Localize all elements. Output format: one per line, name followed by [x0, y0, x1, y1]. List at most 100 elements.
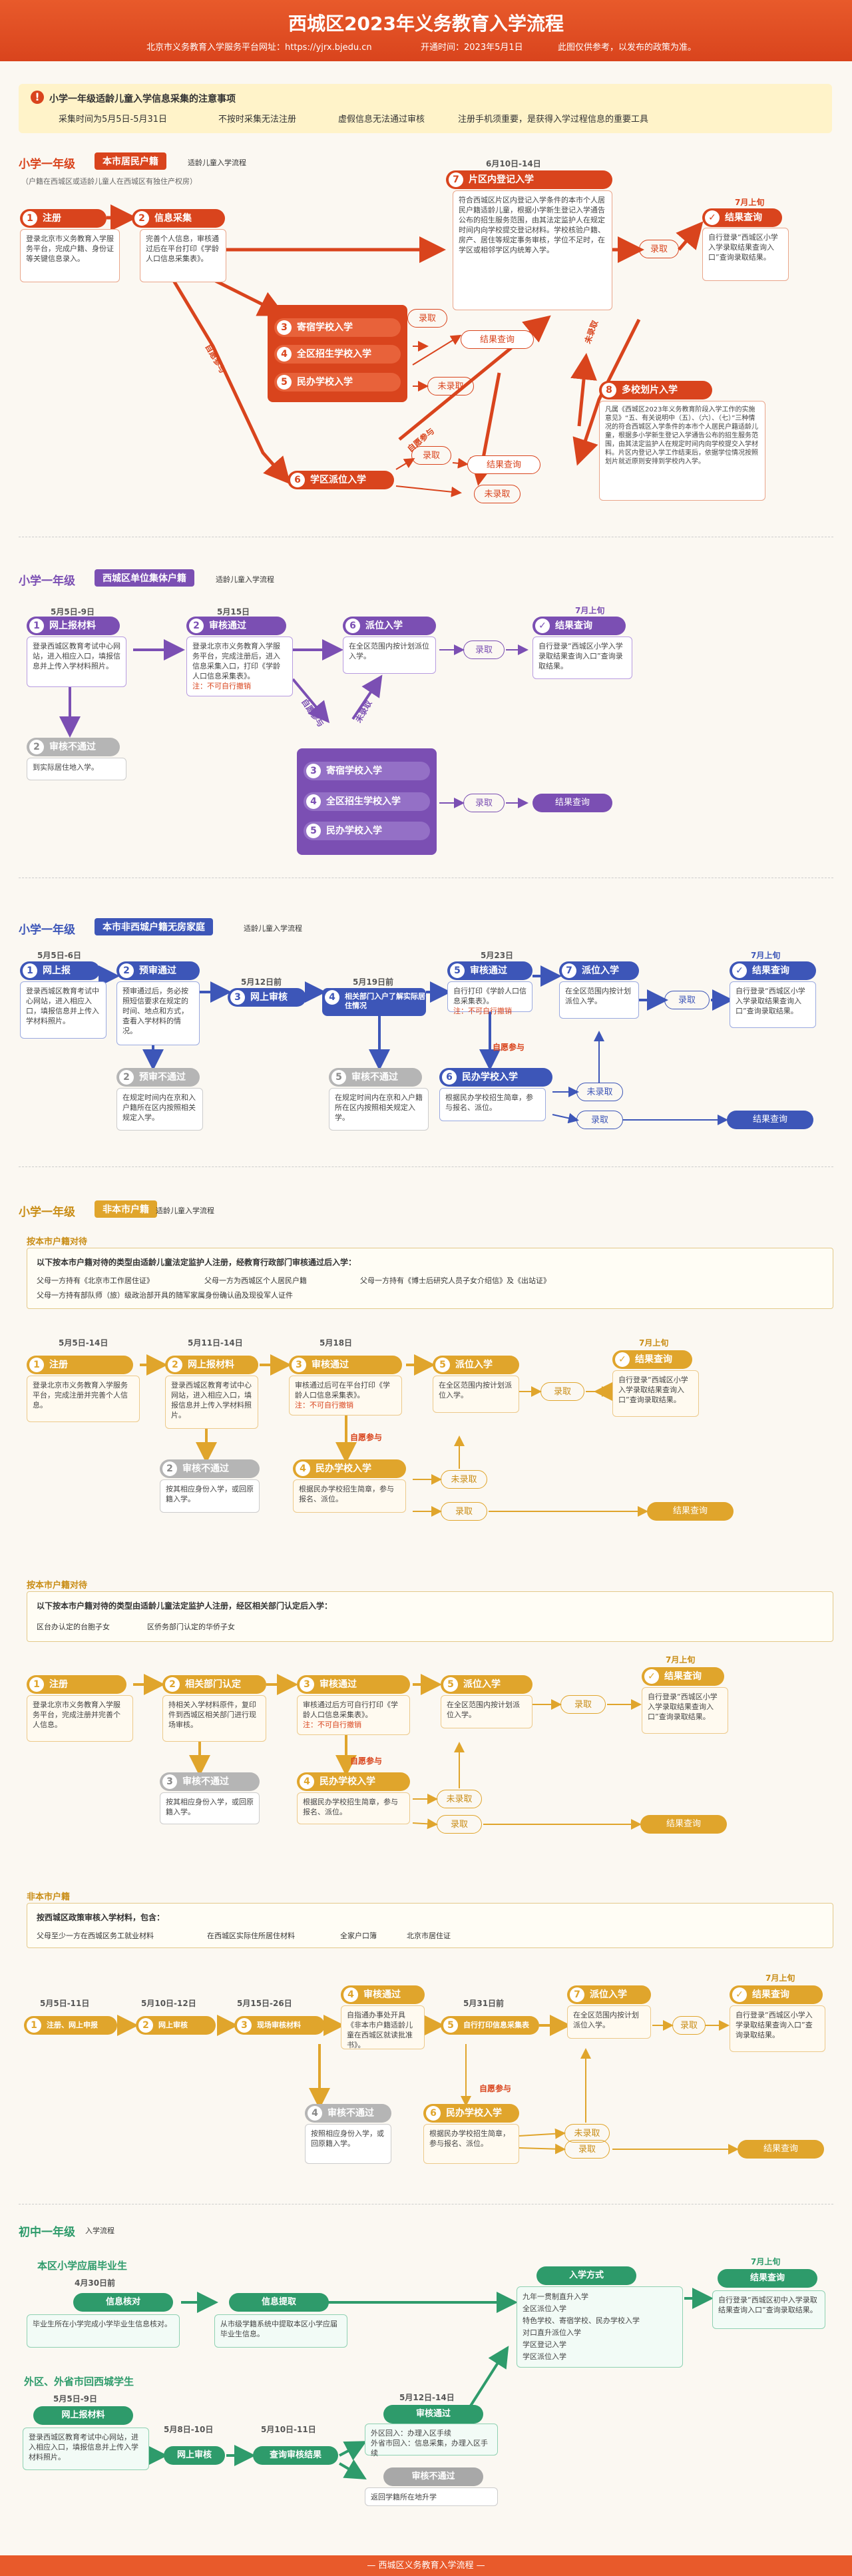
s1-cond: （户籍在西城区或适龄儿童人在西城区有独住产权房） [21, 177, 197, 186]
s3-step7-desc: 在全区范围内按计划派位入学。 [559, 981, 639, 1019]
s4b-step4-desc: 根据民办学校招生简章，参与报名、派位。 [297, 1792, 410, 1824]
s1-step8-desc: 凡属《西城区2023年义务教育阶段入学工作的实施意见》“五、有关说明中（五）、（… [599, 401, 765, 501]
s3-step1-desc: 登录西城区教育考试中心网站，进入相应入口，填报信息并上传入学材料照片。 [20, 981, 106, 1039]
s4a-date3: 5月18日 [320, 1338, 353, 1348]
page-title: 西城区2023年义务教育入学流程 [288, 13, 564, 35]
s5a-step1: 信息核对 [73, 2293, 173, 2312]
s5b-step2: 网上审核 [164, 2446, 225, 2465]
s4b-fail-desc: 按其相应身份入学，或回原籍入学。 [160, 1792, 260, 1824]
s4b-reject: 未录取 [437, 1790, 482, 1808]
s4a-step5-desc: 在全区范围内按计划派位入学。 [433, 1376, 519, 1413]
page-header: 西城区2023年义务教育入学流程 北京市义务教育入学服务平台网址：https:/… [0, 0, 852, 61]
s2-result: 结果查询 [532, 794, 612, 812]
s4c-date1: 5月5日-11日 [40, 1999, 90, 2008]
s4b-step3-desc: 审核通过后方可自行打印《学龄人口信息采集表》。注：不可自行撤销 [297, 1695, 410, 1735]
page-footer: — 西城区义务教育入学流程 — [0, 2555, 852, 2576]
s3-choice: 自愿参与 [493, 1043, 525, 1052]
s4a-step2-desc: 登录西城区教育考试中心网站，进入相应入口，填报信息并上传入学材料照片。 [165, 1376, 258, 1429]
s4c-item: 父母至少一方在西城区务工就业材料 [37, 1932, 154, 1940]
s4c-head: 按西城区政策审核入学材料，包含： [37, 1913, 165, 1922]
s2-title: 小学一年级 [19, 575, 75, 588]
s3-fail5-desc: 在规定时间内在京和入户籍所在区内按照相关规定入学。 [329, 1088, 429, 1131]
s5b-step3: 查询审核结果 [253, 2446, 338, 2465]
s5b-fail-desc: 返回学籍所在地升学 [365, 2487, 498, 2506]
s3-step1-date: 5月5日-6日 [37, 951, 82, 960]
s2-final: ✓结果查询 [532, 617, 626, 635]
s5b-step1-desc: 登录西城区教育考试中心网站，进入相应入口，填报信息并上传入学材料照片。 [23, 2428, 149, 2470]
s3-step3-date: 5月12日前 [241, 977, 282, 987]
s5-way-item: 全区派位入学 [523, 2304, 566, 2313]
s4c-final-date: 7月上旬 [765, 1973, 795, 1983]
s5b-date3: 5月10日-11日 [261, 2425, 316, 2434]
s4a-step4-desc: 根据民办学校招生简章，参与报名、派位。 [293, 1479, 406, 1513]
s4b-admit: 录取 [437, 1815, 482, 1834]
s3-tag: 本市非西城户籍无房家庭 [95, 918, 213, 935]
s4b-item: 区台办认定的台胞子女 [37, 1623, 110, 1631]
s1-reject: 未录取 [427, 377, 474, 395]
s1-step1-desc: 登录北京市义务教育入学服务平台，完成户籍、身份证等关键信息录入。 [20, 229, 120, 282]
s1-arrows [106, 204, 704, 497]
header-note: 此图仅供参考，以发布的政策为准。 [558, 43, 697, 53]
s4a-title: 按本市户籍对待 [27, 1237, 88, 1247]
s4c-title: 非本市户籍 [27, 1892, 71, 1902]
s2-tag: 西城区单位集体户籍 [95, 569, 194, 587]
s3-step6-desc: 根据民办学校招生简章，参与报名、派位。 [439, 1088, 546, 1121]
s3-step4-date: 5月19日前 [353, 977, 394, 987]
s3-step2-desc: 预审通过后，务必按照短信要求在规定的时间、地点和方式，查看入学材料的情况。 [116, 981, 200, 1045]
s3-title: 小学一年级 [19, 923, 75, 937]
s4a-head: 以下按本市户籍对待的类型由适龄儿童法定监护人注册，经教育行政部门审核通过后入学： [37, 1258, 357, 1267]
s3-step5-desc: 自行打印《学龄人口信息采集表》。注：不可自行撤销 [447, 981, 532, 1015]
s1-admit: 录取 [407, 309, 447, 328]
s4a-choice: 自愿参与 [350, 1433, 383, 1442]
alert-icon: ! [31, 91, 44, 104]
s5-way-item: 学区登记入学 [523, 2340, 566, 2349]
s4c-item: 在西城区实际住所居住材料 [207, 1932, 295, 1940]
s4b-head: 以下按本市户籍对待的类型由适龄儿童法定监护人注册，经区相关部门认定后入学： [37, 1601, 333, 1611]
s4b-admit: 录取 [560, 1695, 606, 1714]
s4a-admit: 录取 [441, 1502, 487, 1521]
s4c-choice: 自愿参与 [479, 2084, 512, 2093]
s2-admit: 录取 [463, 641, 505, 659]
s3-final-date: 7月上旬 [751, 951, 781, 960]
s4c-date5: 5月31日前 [463, 1999, 505, 2008]
s1-final-desc: 自行登录“西城区小学入学录取结果查询入口”查询录取结果。 [702, 228, 789, 281]
s5a-title: 本区小学应届毕业生 [37, 2260, 128, 2272]
platform-url: 北京市义务教育入学服务平台网址：https://yjrx.bjedu.cn [146, 43, 372, 53]
s1-final: ✓结果查询 [702, 208, 782, 227]
s4a-admit: 录取 [540, 1382, 584, 1401]
s4c-step6-desc: 根据民办学校招生简章，参与报名、派位。 [423, 2124, 519, 2164]
s4b-title: 按本市户籍对待 [27, 1581, 88, 1591]
s5a-date: 4月30日前 [75, 2278, 116, 2288]
s4-tag: 非本市户籍 [95, 1200, 157, 1218]
s4-sub: 适龄儿童入学流程 [156, 1206, 214, 1215]
s4a-item: 父母一方持有《北京市工作居住证》 [37, 1276, 154, 1285]
s4a-final-desc: 自行登录“西城区小学入学录取结果查询入口”查询录取结果。 [612, 1370, 699, 1417]
s1-step7-date: 6月10日-14日 [486, 159, 541, 168]
s4c-admit: 录取 [672, 2016, 706, 2035]
s2-admit: 录取 [463, 794, 505, 812]
s5b-step4: 审核通过 [383, 2405, 483, 2424]
